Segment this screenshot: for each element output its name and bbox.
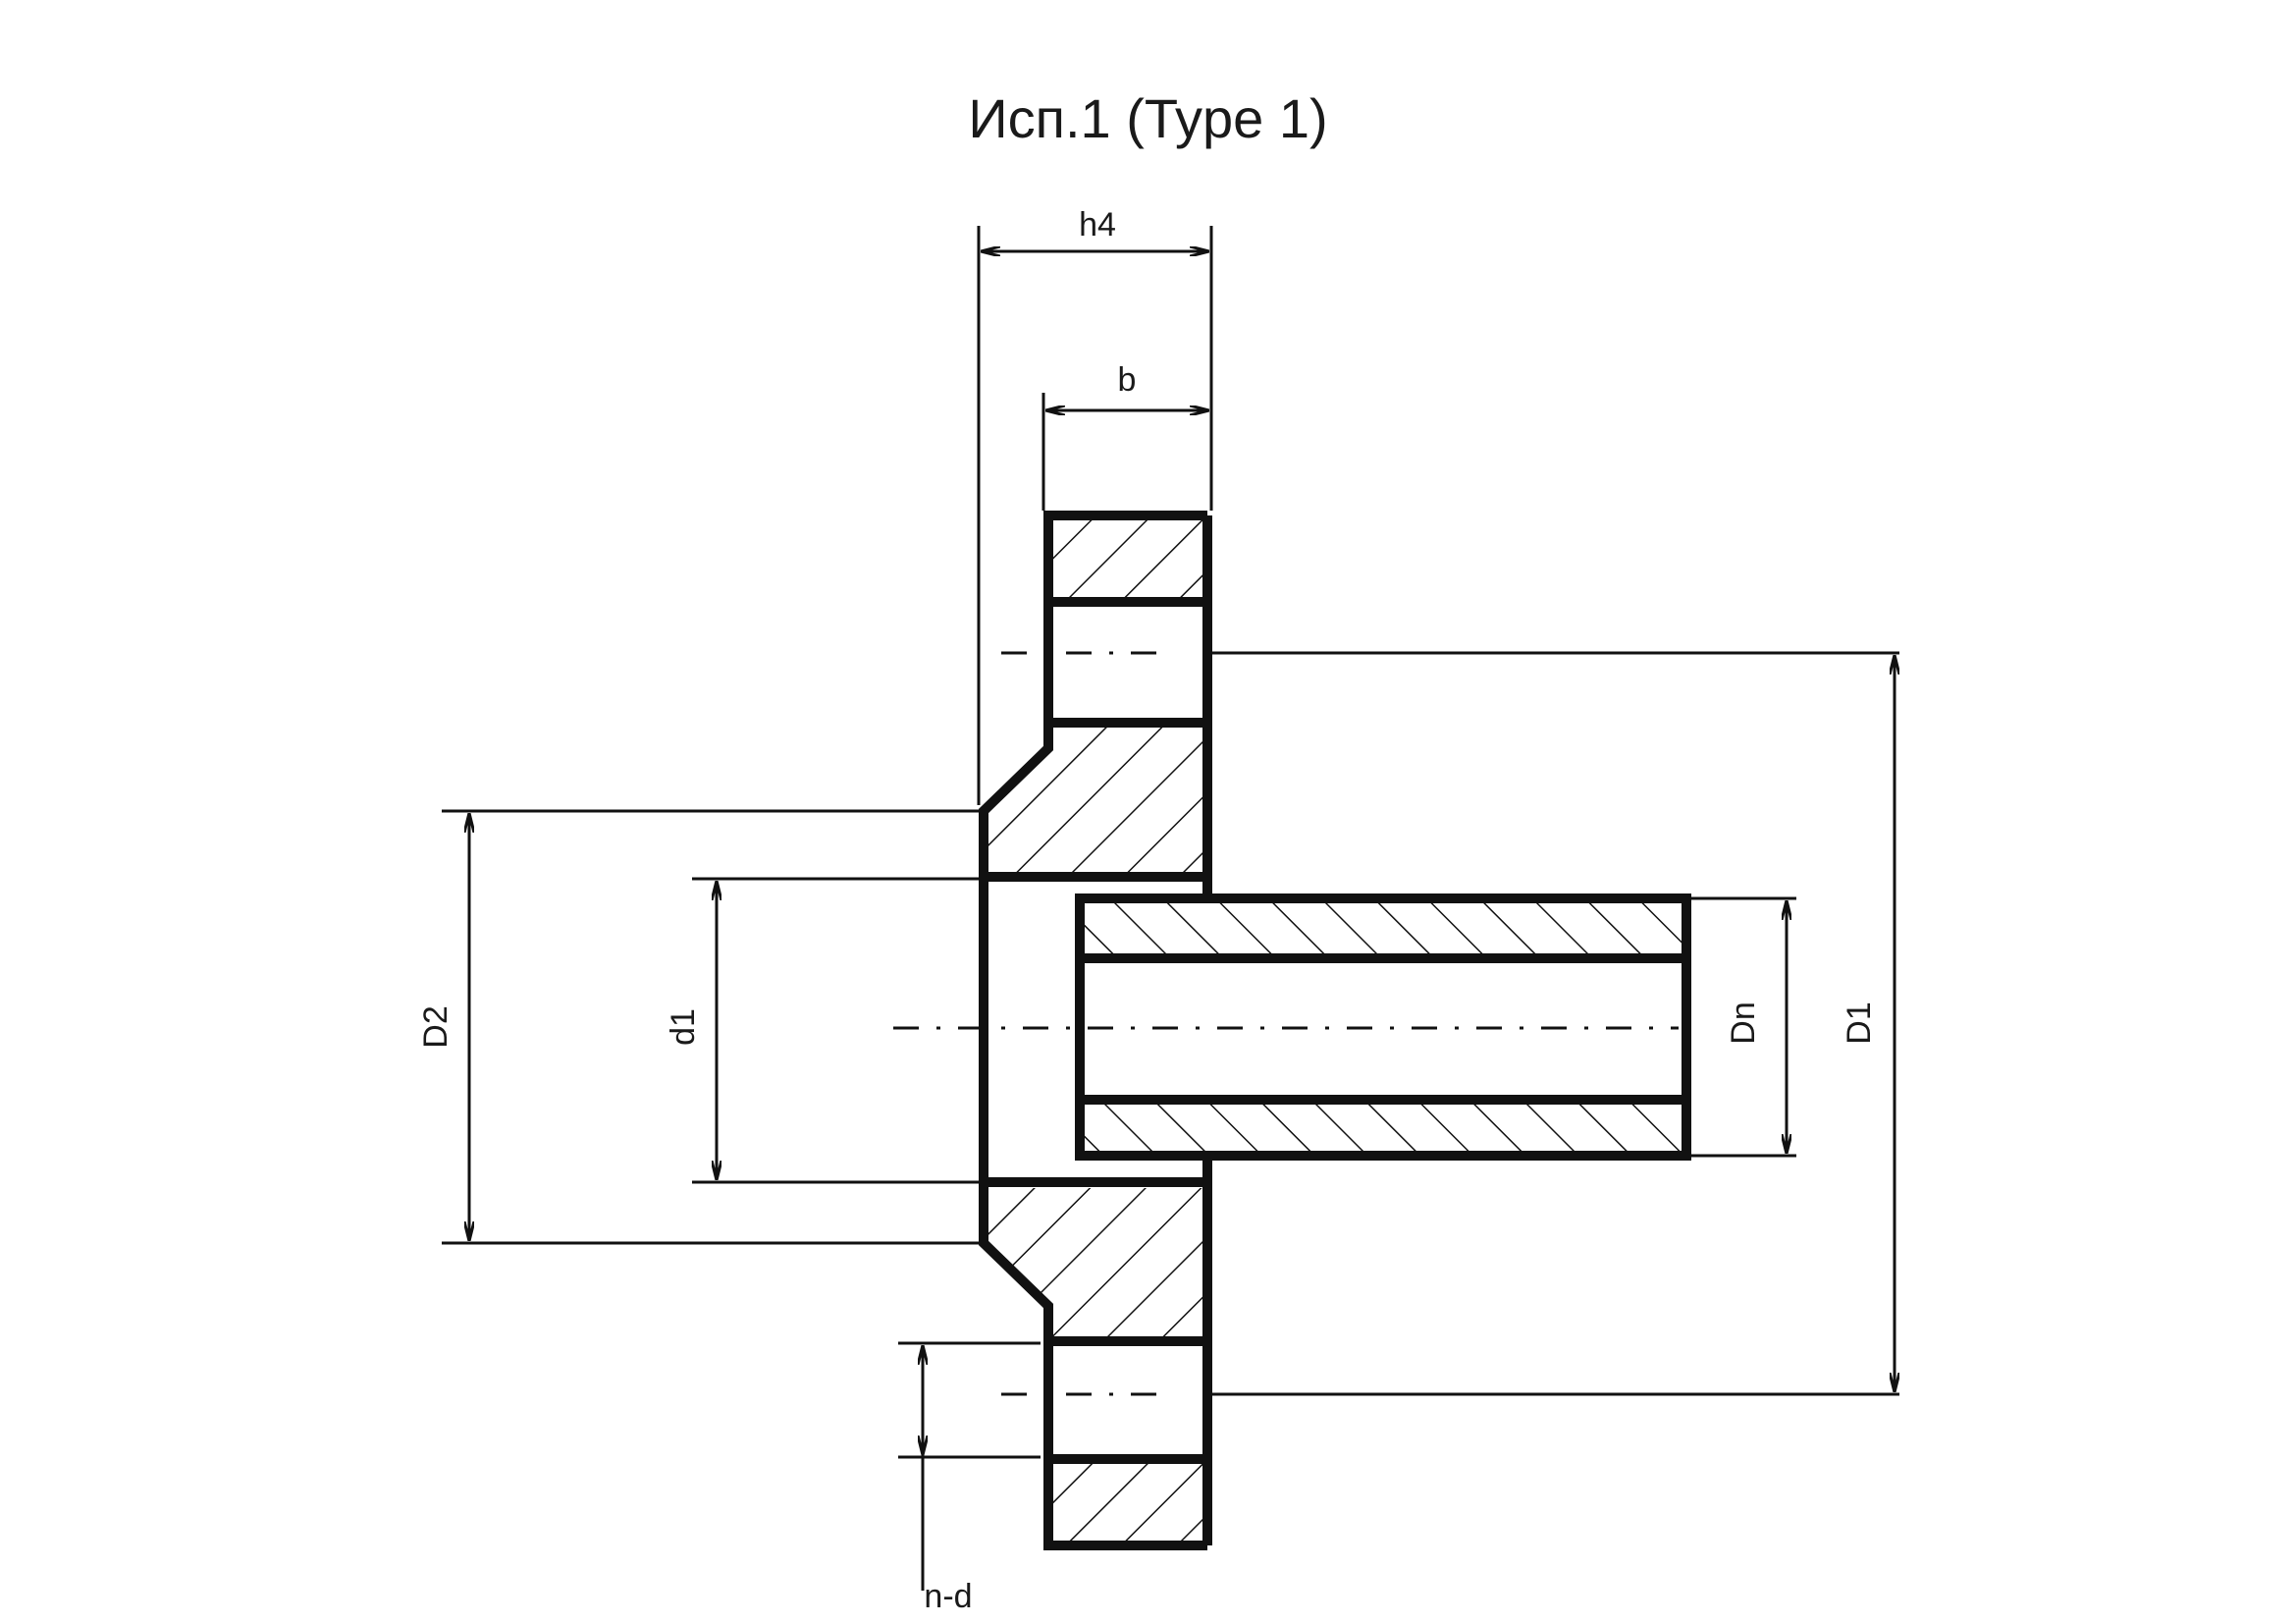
label-h4: h4 (1079, 206, 1116, 244)
pipe-wall-hatching (1082, 901, 1682, 1154)
center-lines (893, 651, 1679, 1396)
label-d1: d1 (665, 1008, 702, 1046)
pipe-outline (1075, 893, 1691, 1161)
label-D2: D2 (417, 1005, 454, 1048)
label-D1: D1 (1841, 1001, 1878, 1044)
dimension-lines (469, 251, 1895, 1591)
label-Dn: Dn (1725, 1001, 1762, 1044)
label-n-d: n-d (924, 1578, 972, 1615)
flange-hatching (984, 515, 1207, 1545)
dimension-labels: h4 b D1 D2 d1 Dn n-d (417, 206, 1878, 1615)
extension-lines (442, 226, 1899, 1459)
label-b: b (1118, 361, 1137, 399)
flange-outline (979, 511, 1212, 1550)
drawing-title: Исп.1 (Type 1) (968, 87, 1328, 149)
